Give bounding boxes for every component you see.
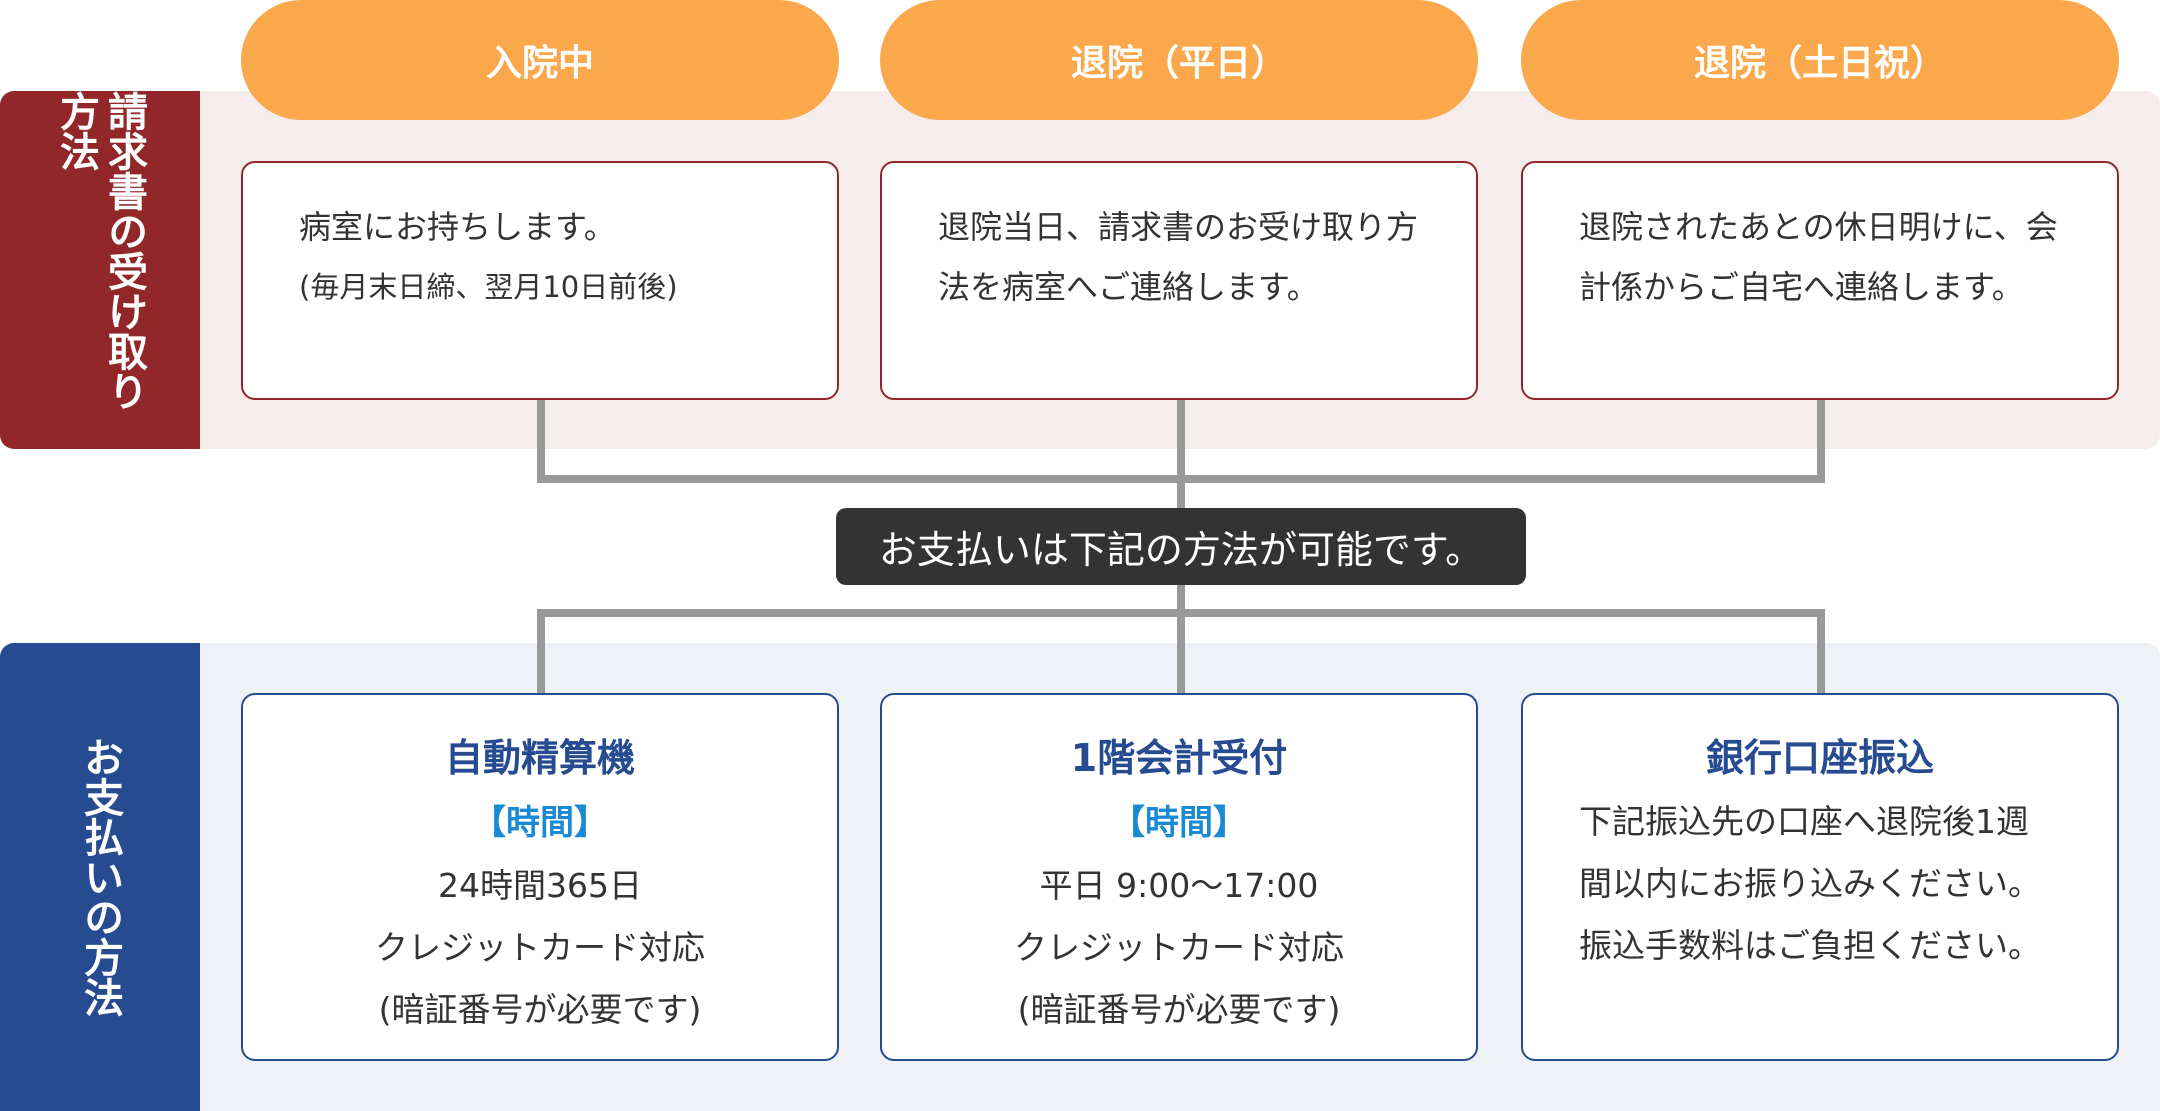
payment-box-counter: 1階会計受付 【時間】 平日 9:00～17:00 クレジットカード対応 (暗証… — [880, 693, 1478, 1061]
connector-line — [537, 400, 545, 483]
column-header-inpatient: 入院中 — [241, 0, 839, 120]
billing-text: 退院されたあとの休日明けに、会計係からご自宅へ連絡します。 — [1579, 208, 2058, 306]
pin-note: (暗証番号が必要です) — [378, 990, 702, 1029]
connector-line — [1177, 400, 1185, 508]
connector-line — [1177, 585, 1185, 693]
column-header-discharge-weekday: 退院（平日） — [880, 0, 1478, 120]
payment-box-kiosk: 自動精算機 【時間】 24時間365日 クレジットカード対応 (暗証番号が必要で… — [241, 693, 839, 1061]
hours-label: 【時間】 — [472, 803, 608, 843]
billing-box-discharge-holiday: 退院されたあとの休日明けに、会計係からご自宅へ連絡します。 — [1521, 161, 2119, 400]
card-note: クレジットカード対応 — [1014, 928, 1344, 967]
payment-title: 1階会計受付 — [1070, 736, 1288, 780]
payment-box-bank-transfer: 銀行口座振込 下記振込先の口座へ退院後1週間以内にお振り込みください。振込手数料… — [1521, 693, 2119, 1061]
billing-box-discharge-weekday: 退院当日、請求書のお受け取り方法を病室へご連絡します。 — [880, 161, 1478, 400]
billing-text: 病室にお持ちします。 — [299, 208, 616, 246]
hours-value: 24時間365日 — [438, 866, 642, 905]
connector-line — [1817, 609, 1825, 693]
column-header-discharge-holiday: 退院（土日祝） — [1521, 0, 2119, 120]
payment-title: 自動精算機 — [444, 736, 635, 780]
pin-note: (暗証番号が必要です) — [1017, 990, 1341, 1029]
payment-title: 銀行口座振込 — [1705, 736, 1934, 780]
connector-line — [537, 609, 1825, 617]
hours-value: 平日 9:00～17:00 — [1039, 866, 1319, 905]
billing-section-label: 請求書の受け取り方法 — [0, 91, 200, 449]
connector-label: お支払いは下記の方法が可能です。 — [836, 508, 1526, 585]
transfer-text: 下記振込先の口座へ退院後1週間以内にお振り込みください。振込手数料はご負担くださ… — [1579, 802, 2041, 965]
billing-text: 退院当日、請求書のお受け取り方法を病室へご連絡します。 — [938, 208, 1419, 306]
billing-box-inpatient: 病室にお持ちします。 (毎月末日締、翌月10日前後) — [241, 161, 839, 400]
connector-line — [537, 475, 1825, 483]
card-note: クレジットカード対応 — [375, 928, 705, 967]
hours-label: 【時間】 — [1111, 803, 1247, 843]
billing-note: (毎月末日締、翌月10日前後) — [299, 270, 678, 304]
connector-line — [537, 609, 545, 693]
connector-line — [1817, 400, 1825, 483]
payment-section-label: お支払いの方法 — [0, 643, 200, 1111]
